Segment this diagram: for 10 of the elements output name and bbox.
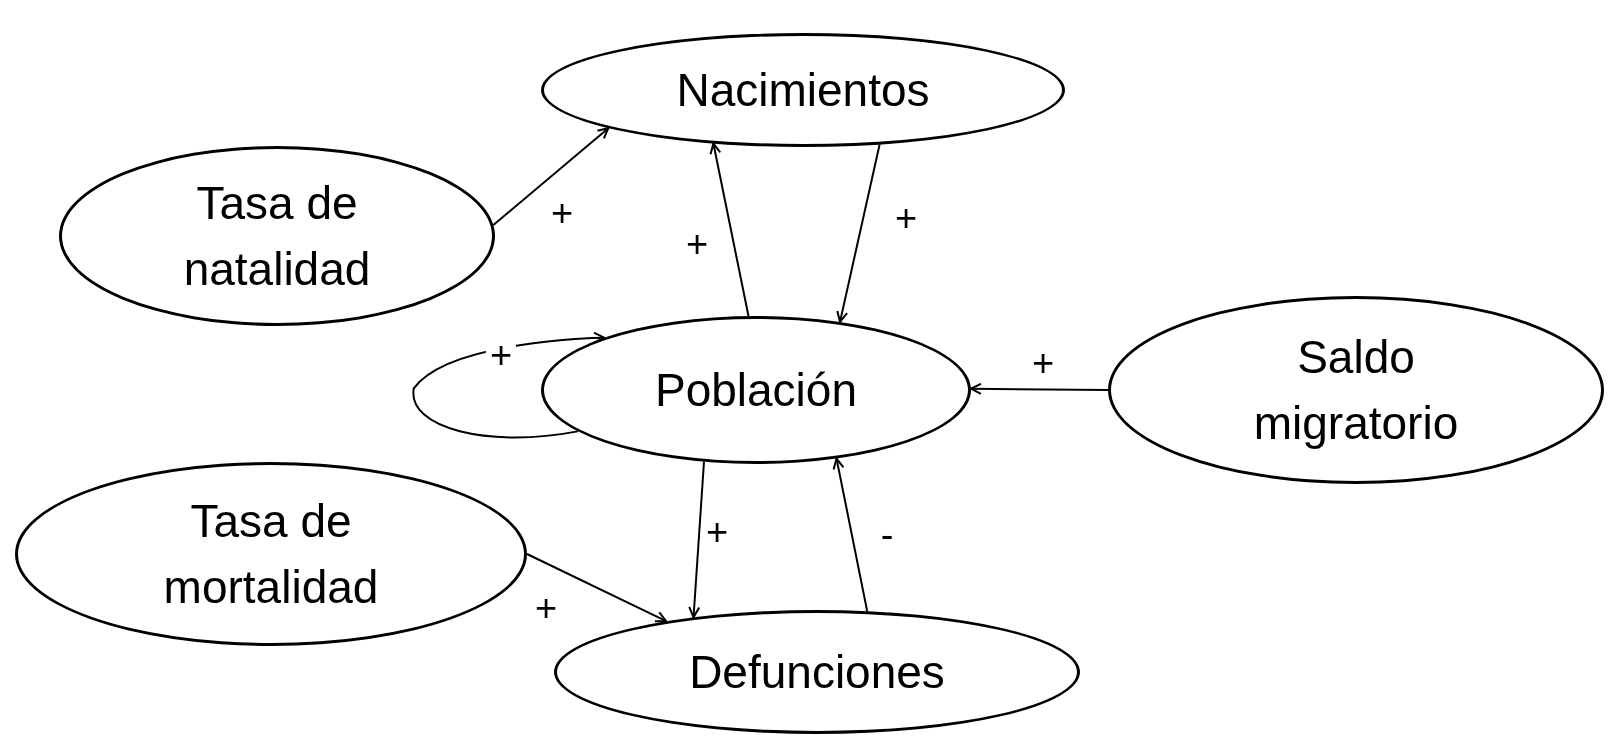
- arrow: [492, 127, 610, 227]
- node-label: Defunciones: [689, 645, 945, 700]
- node-label: Población: [654, 363, 857, 418]
- arrow: [412, 331, 605, 439]
- arrow: [969, 382, 1109, 395]
- node-label: Saldo migratorio: [1252, 330, 1460, 451]
- node-label: Nacimientos: [676, 63, 930, 118]
- node-label: Tasa de mortalidad: [162, 494, 380, 615]
- node-label: Tasa de natalidad: [182, 176, 372, 297]
- arrow: [526, 553, 668, 623]
